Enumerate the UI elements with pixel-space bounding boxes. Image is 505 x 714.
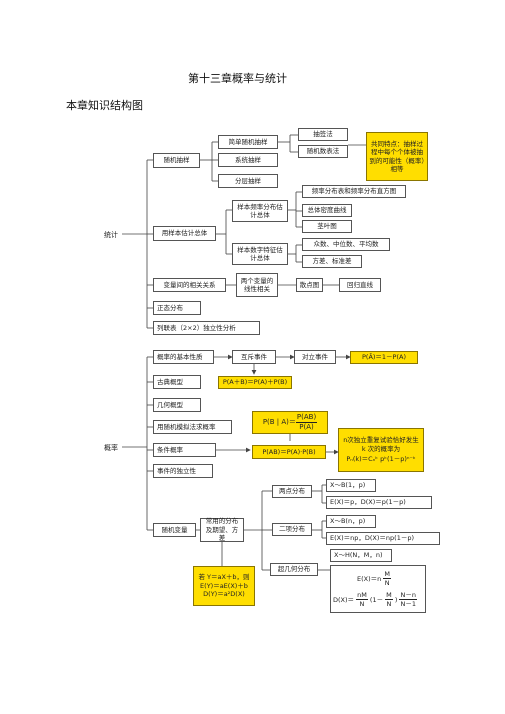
hyper-var-mid2: ) [394,595,398,604]
bernoulli-formula: Pₙ(k)＝Cₙᵏ pᵏ(1－p)ⁿ⁻ᵏ [346,455,416,464]
node-stem-leaf: 茎叶图 [302,220,352,233]
hyper-var-f1-den: N [359,599,365,608]
node-p-complement: P(Ā)＝1－P(A) [350,351,418,364]
hyper-ev-fraction: M N [383,570,391,588]
node-stratified: 分层抽样 [218,174,278,188]
cond-formula-den: P(A) [299,423,314,431]
hyper-ev-lhs: E(X)＝n [357,574,382,583]
hyper-var-mid: (1－ [369,595,384,604]
node-hyper-dist: X～H(N，M，n) [330,549,392,562]
node-basic-props: 概率的基本性质 [153,350,214,364]
hyper-var-f2-num: M [385,590,393,600]
node-random-table: 随机数表法 [298,145,348,158]
node-normal: 正态分布 [153,301,201,315]
node-complementary: 对立事件 [294,350,336,364]
stats-side-label: 统计 [104,231,118,239]
node-classical: 古典概型 [153,375,201,389]
node-numeric-features: 样本数字特征估计总体 [232,243,288,265]
node-central: 众数、中位数、平均数 [302,238,390,251]
hyper-var-f3-num: N－n [399,590,417,600]
linear-var: D(Y)＝a²D(X) [203,590,245,599]
node-binomial-dist: X～B(n，p) [326,515,376,528]
node-dispersion: 方差、标准差 [302,255,362,268]
cond-formula-num: P(AB) [295,413,318,423]
node-lottery: 抽签法 [298,128,348,141]
node-two-point: 两点分布 [272,485,312,498]
hyper-ev-line: E(X)＝n M N [333,570,391,588]
node-hypergeometric: 超几何分布 [270,563,318,576]
node-mutually-exclusive: 互斥事件 [232,350,276,364]
cond-formula-lhs: P(B | A)＝ [262,417,296,426]
node-hyper-ev: E(X)＝n M N D(X)＝ nM N (1－ M N ) N－n N－1 [330,565,426,613]
linear-ev: E(Y)＝aE(X)＋b [200,581,248,590]
hyper-var-f3-den: N－1 [400,599,416,608]
node-independence: 事件的独立性 [153,464,213,478]
node-bernoulli: n次独立重复试验恰好发生 k 次的概率为 Pₙ(k)＝Cₙᵏ pᵏ(1－p)ⁿ⁻… [338,428,424,472]
node-two-point-dist: X～B(1，p) [326,479,376,492]
node-density-curve: 总体密度曲线 [302,204,352,217]
chapter-title: 第十三章概率与统计 [188,72,287,85]
hyper-var-f3: N－n N－1 [399,590,417,609]
node-conditional: 条件概率 [153,443,216,457]
node-simple-random: 简单随机抽样 [218,135,278,149]
node-contingency: 列联表（2×2）独立性分析 [153,321,260,335]
cond-formula-fraction: P(AB) P(A) [295,413,318,432]
section-title: 本章知识结构图 [66,99,143,112]
node-geometric: 几何概型 [153,398,201,412]
node-simulation: 用随机模拟法求概率 [153,420,232,434]
hyper-ev-den: N [384,579,390,588]
node-cond-formula: P(B | A)＝ P(AB) P(A) [252,411,328,434]
node-add-rule: P(A＋B)＝P(A)＋P(B) [218,376,292,389]
linear-text: 若 Y＝aX＋b，则 [198,573,250,582]
hyper-var-f1-num: nM [356,590,368,600]
hyper-var-f2: M N [385,591,393,609]
node-binomial-ev: E(X)＝np，D(X)＝np(1－p) [326,532,440,545]
node-common-dists: 常用的分布及期望、方差 [200,517,244,542]
node-correlation: 变量间的相关关系 [153,278,226,292]
node-two-point-ev: E(X)＝p，D(X)＝p(1－p) [326,496,432,509]
node-linear-transform: 若 Y＝aX＋b，则 E(Y)＝aE(X)＋b D(Y)＝a²D(X) [193,566,255,606]
node-two-var-linear: 两个变量的线性相关 [236,273,278,297]
node-systematic: 系统抽样 [218,153,278,167]
node-regression: 回归直线 [339,278,381,292]
bernoulli-text: n次独立重复试验恰好发生 k 次的概率为 [343,436,419,453]
node-common-feature: 共同特点：抽样过程中每个个体被抽到的可能性（概率）相等 [366,132,428,181]
node-estimate-population: 用样本估计总体 [153,226,216,241]
hyper-var-line: D(X)＝ nM N (1－ M N ) N－n N－1 [333,591,417,609]
node-freq-dist: 样本频率分布估计总体 [232,200,288,222]
node-random-sampling: 随机抽样 [153,153,200,168]
node-scatter: 散点图 [296,278,323,292]
hyper-var-lhs: D(X)＝ [333,595,355,604]
node-binomial: 二项分布 [272,523,312,536]
prob-side-label: 概率 [104,444,118,452]
node-product-rule: P(AB)＝P(A)·P(B) [252,445,326,459]
hyper-var-f1: nM N [356,591,368,609]
node-random-variable: 随机变量 [153,523,196,537]
hyper-var-f2-den: N [386,599,392,608]
node-freq-table: 频率分布表和频率分布直方图 [302,185,406,198]
hyper-ev-num: M [383,569,391,580]
